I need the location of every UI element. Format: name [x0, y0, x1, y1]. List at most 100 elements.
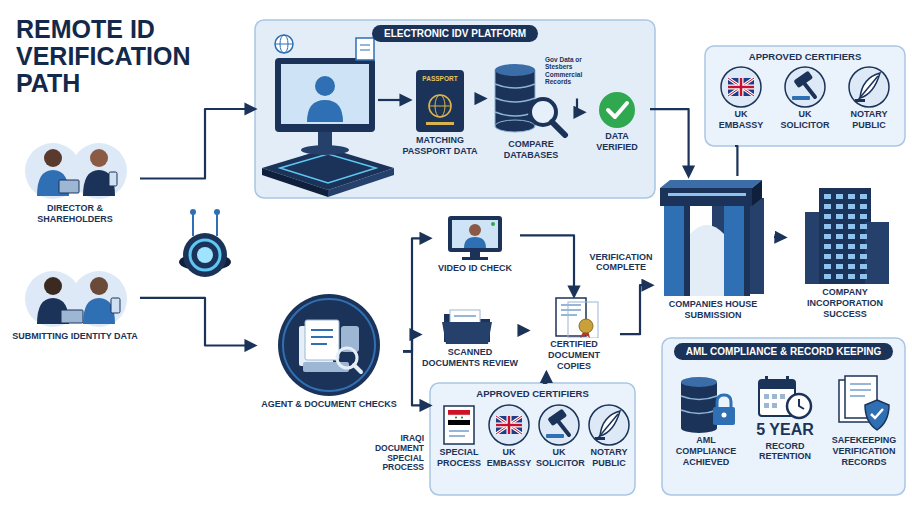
uk-icon	[484, 404, 534, 446]
panel-heading: ELECTRONIC IDV PLATFORM	[372, 25, 538, 42]
flow-connector	[520, 235, 574, 296]
node-label: CERTIFIED DOCUMENT COPIES	[528, 338, 620, 372]
video-icon	[430, 214, 520, 262]
hub-icon	[179, 209, 231, 277]
node-label: UK EMBASSY	[710, 108, 772, 132]
cal-icon	[745, 374, 825, 420]
people-icon	[10, 140, 140, 202]
node-label: SCANNED DOCUMENTS REVIEW	[420, 346, 520, 370]
panel-shape	[705, 46, 905, 146]
quill-symbol	[838, 66, 900, 108]
database-caption: Gov Data or Stesbers Commercial Records	[545, 56, 603, 86]
node-label: MATCHING PASSPORT DATA	[398, 134, 482, 158]
computer-platform-illustration	[262, 35, 410, 197]
cal-symbol	[745, 374, 825, 420]
panel-heading: AML COMPLIANCE & RECORD KEEPING	[674, 343, 893, 360]
group-panel: AML COMPLIANCE & RECORD KEEPING AML COMPL…	[662, 338, 905, 495]
uk-icon	[710, 66, 772, 108]
icon-node: DIRECTOR & SHAREHOLDERS	[10, 140, 140, 226]
check-symbol	[584, 90, 650, 130]
panel-heading: APPROVED CERTIFIERS	[705, 51, 905, 62]
node-label: NOTARY PUBLIC	[584, 446, 634, 470]
icon-node: VIDEO ID CHECK	[430, 214, 520, 275]
quill-icon	[838, 66, 900, 108]
icon-node: SUBMITTING IDENTITY DATA	[10, 268, 140, 343]
gavel-icon	[534, 404, 584, 446]
icon-node: AGENT & DOCUMENT CHECKS	[255, 292, 403, 411]
shield-icon	[825, 374, 903, 434]
dblock-icon	[667, 374, 745, 434]
people2-icon	[10, 268, 140, 330]
agent-symbol	[255, 292, 403, 398]
icon-node: SCANNED DOCUMENTS REVIEW	[420, 306, 520, 370]
icon-node: UK EMBASSY	[484, 404, 534, 470]
icon-node: NOTARY PUBLIC	[838, 66, 900, 132]
node-label: COMPANY INCORPORATION SUCCESS	[785, 286, 905, 320]
node-label: COMPANIES HOUSE SUBMISSION	[652, 298, 774, 322]
node-label: DIRECTOR & SHAREHOLDERS	[10, 202, 140, 226]
iraq-symbol	[434, 404, 484, 446]
folder-icon	[420, 306, 520, 346]
node-label: VIDEO ID CHECK	[430, 262, 520, 275]
flow-connector	[140, 298, 255, 346]
folder-symbol	[420, 306, 520, 346]
gate-icon	[652, 176, 774, 298]
passport-cover-text: PASSPORT	[414, 75, 466, 82]
group-panel: ELECTRONIC IDV PLATFORM MATCHING PASSPORT…	[255, 20, 655, 198]
icon-node: DATA VERIFIED	[584, 90, 650, 154]
icon-node: NOTARY PUBLIC	[584, 404, 634, 470]
panel-shape	[430, 383, 635, 495]
quill-icon	[584, 404, 634, 446]
node-label: SAFEKEEPING VERIFICATION RECORDS	[825, 434, 903, 468]
people2-symbol	[10, 268, 140, 330]
gavel-symbol	[534, 404, 584, 446]
panel-backgrounds	[255, 20, 905, 495]
node-label: COMPARE DATABASES	[485, 138, 577, 162]
node-label: SPECIAL PROCESS	[434, 446, 484, 470]
panel-shape	[255, 20, 655, 198]
process-note: IRAQI DOCUMENT SPECIAL PROCESS	[350, 434, 424, 473]
gate-symbol	[652, 176, 774, 298]
node-label: 5 YEAR	[745, 420, 825, 440]
node-label: UK SOLICITOR	[534, 446, 584, 470]
flow-connector	[482, 97, 485, 100]
flow-connector	[735, 146, 737, 176]
icon-node: UK SOLICITOR	[774, 66, 836, 132]
icon-node: SPECIAL PROCESS	[434, 404, 484, 470]
dblock-symbol	[667, 374, 745, 434]
flow-connector	[774, 236, 785, 238]
uk-symbol	[484, 404, 534, 446]
group-panel: APPROVED CERTIFIERS SPECIAL PROCESSUK EMB…	[430, 383, 635, 495]
flow-connector	[403, 238, 430, 351]
agent-icon	[255, 292, 403, 398]
people-symbol	[10, 140, 140, 202]
node-label: AGENT & DOCUMENT CHECKS	[255, 398, 403, 411]
flow-connector	[140, 109, 255, 179]
quill-symbol	[584, 404, 634, 446]
check-icon	[584, 90, 650, 130]
node-label: AML COMPLIANCE ACHIEVED	[667, 434, 745, 468]
building-symbol	[785, 182, 905, 286]
node-label: UK SOLICITOR	[774, 108, 836, 132]
panel-heading: APPROVED CERTIFIERS	[430, 388, 635, 399]
icon-node: UK EMBASSY	[710, 66, 772, 132]
iraq-icon	[434, 404, 484, 446]
icon-node: CERTIFIED DOCUMENT COPIES	[528, 296, 620, 372]
icon-node: SAFEKEEPING VERIFICATION RECORDS	[825, 374, 903, 468]
cert-symbol	[528, 296, 620, 338]
shield-symbol	[825, 374, 903, 434]
uk-symbol	[710, 66, 772, 108]
cert-icon	[528, 296, 620, 338]
flow-connector	[520, 330, 528, 331]
panel-shape	[662, 338, 905, 495]
group-panel: APPROVED CERTIFIERS UK EMBASSYUK SOLICITO…	[705, 46, 905, 146]
icon-node: COMPANY INCORPORATION SUCCESS	[785, 182, 905, 320]
video-symbol	[430, 214, 520, 262]
icon-node: UK SOLICITOR	[534, 404, 584, 470]
node-label: NOTARY PUBLIC	[838, 108, 900, 132]
node-label: RECORD RETENTION	[745, 440, 825, 464]
node-label: UK EMBASSY	[484, 446, 534, 470]
gavel-icon	[774, 66, 836, 108]
flow-connector	[620, 285, 652, 334]
flow-connector	[543, 372, 547, 383]
